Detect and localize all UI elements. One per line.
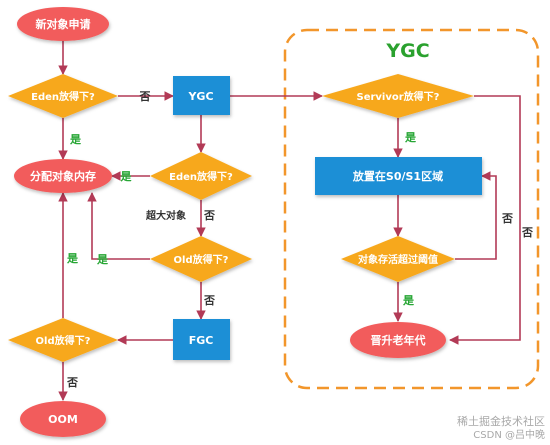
edges xyxy=(58,41,521,401)
label-eden2-yes: 是 xyxy=(120,170,133,183)
eden-check-1-label: Eden放得下? xyxy=(31,90,95,103)
old-check-1-label: Old放得下? xyxy=(174,253,229,266)
label-age-yes: 是 xyxy=(402,294,415,307)
put-s0-s1-label: 放置在S0/S1区域 xyxy=(352,169,443,183)
label-old1-no: 否 xyxy=(203,294,215,307)
survivor-check-diamond xyxy=(322,74,474,118)
promote-old-oval xyxy=(350,322,446,358)
node-put-s0-s1: 放置在S0/S1区域 xyxy=(315,157,482,195)
node-survivor-check: Servivor放得下? xyxy=(322,74,474,118)
label-survivor-no: 否 xyxy=(521,226,533,239)
label-eden2-no: 否 xyxy=(203,209,215,222)
node-old-check-2: Old放得下? xyxy=(8,318,118,362)
node-eden-check-2: Eden放得下? xyxy=(150,152,252,200)
fgc-label: FGC xyxy=(189,334,214,347)
node-start: 新对象申请 xyxy=(17,7,109,41)
edge-labels: 否 是 是 是 超大对象 否 否 否 是 是 否 是 否 xyxy=(66,90,533,389)
node-fgc: FGC xyxy=(173,319,230,360)
node-old-check-1: Old放得下? xyxy=(150,236,252,282)
node-age-check: 对象存活超过阈值 xyxy=(341,236,455,282)
allocate-label: 分配对象内存 xyxy=(30,169,96,183)
edge-age-no-loop xyxy=(455,171,497,260)
label-old1-yes: 是 xyxy=(96,253,109,266)
node-eden-check-1: Eden放得下? xyxy=(8,74,118,118)
eden-check-1-diamond xyxy=(8,74,118,118)
allocate-oval xyxy=(14,159,112,193)
promote-old-label: 晋升老年代 xyxy=(371,333,426,347)
ygc-group-title: YGC xyxy=(385,40,429,62)
old-check-2-label: Old放得下? xyxy=(36,334,91,347)
fgc-rect xyxy=(173,319,230,360)
ygc-group-border xyxy=(283,28,540,390)
node-ygc: YGC xyxy=(173,76,230,115)
survivor-check-label: Servivor放得下? xyxy=(357,90,440,103)
label-old2-yes: 是 xyxy=(66,252,79,265)
age-check-label: 对象存活超过阈值 xyxy=(358,253,438,266)
ygc-label: YGC xyxy=(187,90,213,103)
eden-check-2-label: Eden放得下? xyxy=(169,170,233,183)
label-eden1-no: 否 xyxy=(139,90,151,103)
label-s0s1-no: 否 xyxy=(501,212,513,225)
label-survivor-yes: 是 xyxy=(404,131,417,144)
start-label: 新对象申请 xyxy=(36,17,91,31)
node-oom: OOM xyxy=(20,401,106,437)
old-check-2-diamond xyxy=(8,318,118,362)
label-big-object: 超大对象 xyxy=(145,209,186,222)
label-old2-no: 否 xyxy=(66,376,78,389)
eden-check-2-diamond xyxy=(150,152,252,200)
ygc-rect xyxy=(173,76,230,115)
oom-oval xyxy=(20,401,106,437)
start-oval xyxy=(17,7,109,41)
watermark-2: CSDN @吕中晚 xyxy=(473,428,545,441)
oom-label: OOM xyxy=(48,413,78,426)
old-check-1-diamond xyxy=(150,236,252,282)
node-promote-old: 晋升老年代 xyxy=(350,322,446,358)
watermark: 稀土掘金技术社区 xyxy=(457,414,545,428)
put-s0-s1-rect xyxy=(315,157,482,195)
edge-survivor-no-to-promote xyxy=(449,95,521,345)
label-eden1-yes: 是 xyxy=(69,133,82,146)
node-allocate: 分配对象内存 xyxy=(14,159,112,193)
edge-old1-to-allocate xyxy=(87,192,150,260)
age-check-diamond xyxy=(341,236,455,282)
